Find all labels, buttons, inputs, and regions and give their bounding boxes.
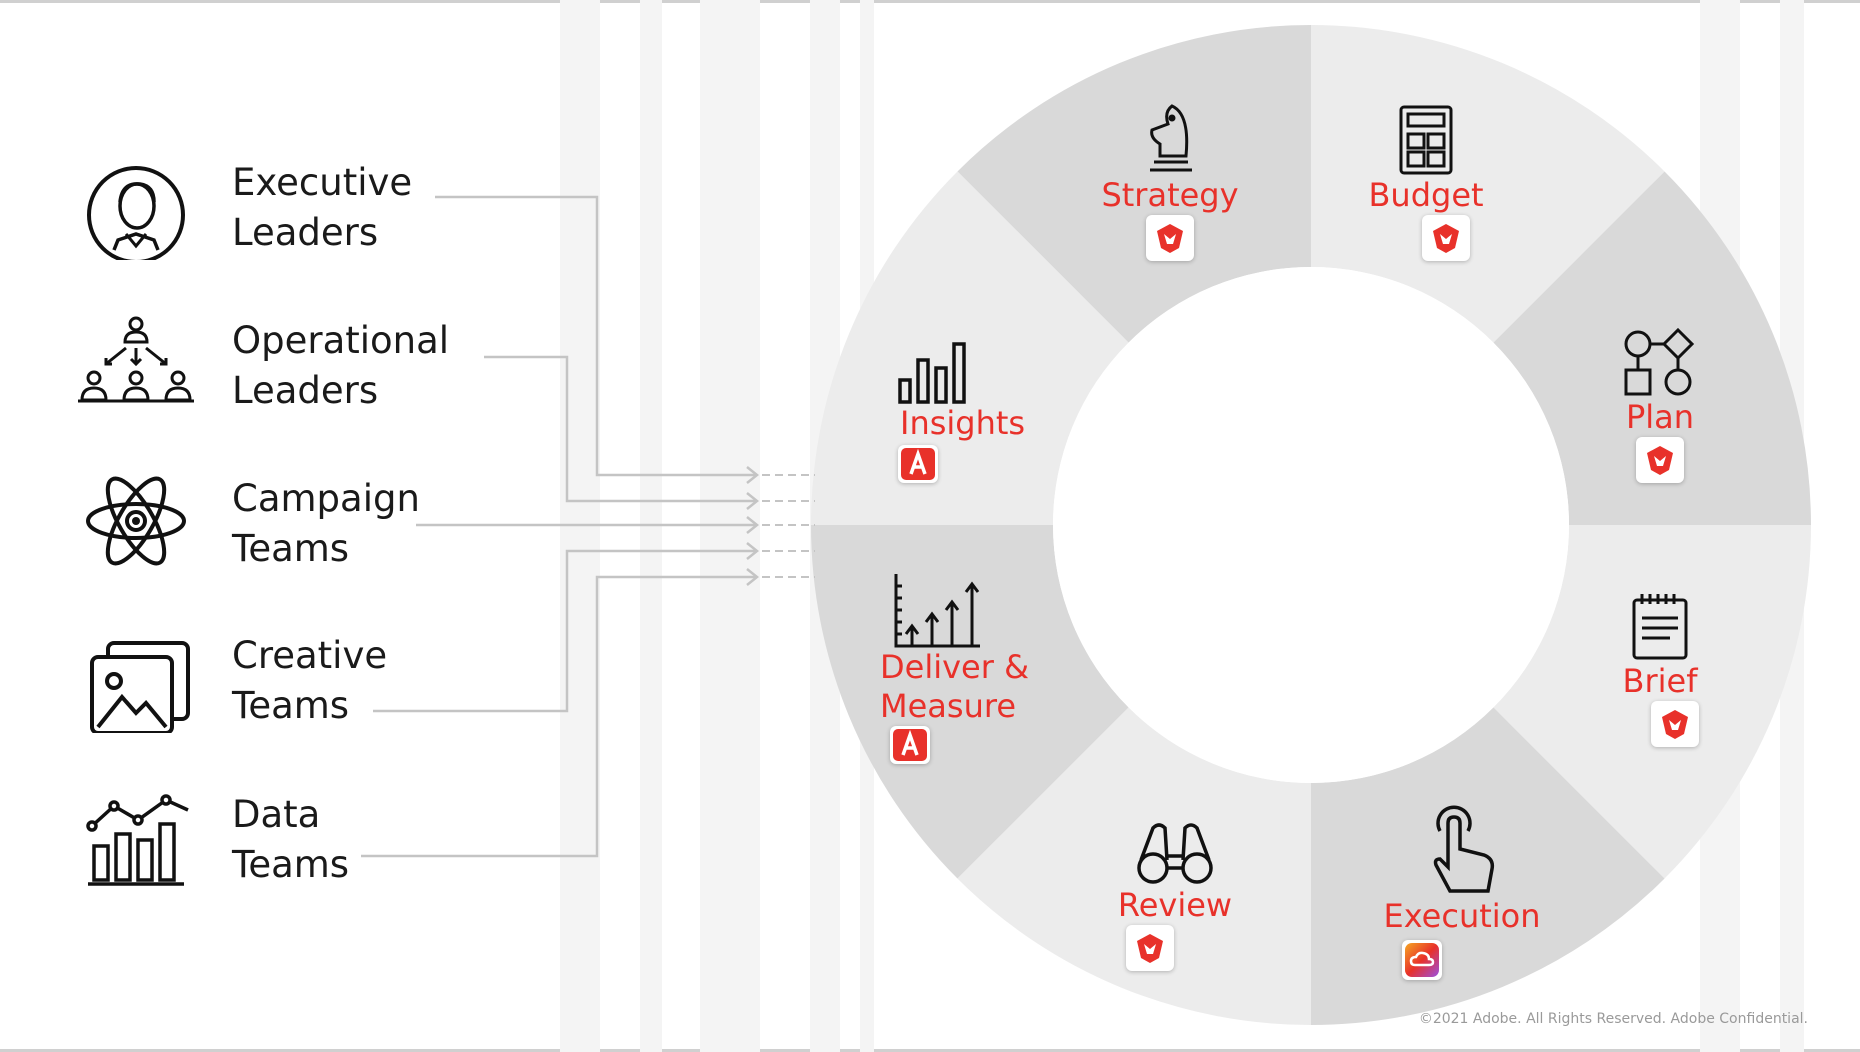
segment-insights[interactable]: Insights	[892, 336, 1052, 487]
lion-badge-icon	[1422, 215, 1470, 261]
segment-plan[interactable]: Plan	[1580, 328, 1740, 487]
atom-icon	[86, 476, 186, 566]
segment-label: Strategy	[1101, 176, 1239, 214]
team-creative-teams: Creative Teams	[0, 623, 520, 743]
adobe-logo-icon	[898, 445, 938, 483]
team-data-teams: Data Teams	[0, 782, 520, 902]
segment-review[interactable]: Review	[1095, 820, 1255, 975]
segment-label: Deliver & Measure	[880, 648, 1030, 725]
notepad-icon	[1632, 594, 1688, 660]
segment-label: Plan	[1625, 398, 1695, 436]
creative-cloud-icon	[1402, 940, 1442, 980]
team-label: Campaign Teams	[232, 477, 420, 570]
wheel-segment	[1311, 25, 1665, 343]
segment-label: Execution	[1383, 897, 1541, 935]
tap-finger-icon	[1433, 805, 1495, 893]
rising-bars-icon	[894, 574, 980, 648]
team-label: Data Teams	[232, 793, 350, 886]
chess-knight-icon	[1150, 104, 1192, 172]
lion-badge-icon	[1636, 437, 1684, 483]
wheel-segment	[1493, 171, 1811, 526]
calculator-icon	[1399, 105, 1453, 175]
segment-strategy[interactable]: Strategy	[1090, 100, 1250, 265]
adobe-logo-icon	[890, 726, 930, 764]
segment-label: Budget	[1368, 176, 1484, 214]
lion-badge-icon	[1146, 215, 1194, 261]
team-label: Executive Leaders	[232, 161, 413, 254]
wheel-segment	[811, 525, 1129, 879]
segment-label: Insights	[900, 404, 1026, 442]
lion-badge-icon	[1651, 701, 1699, 747]
bar-chart-icon	[898, 342, 966, 404]
binoculars-icon	[1137, 823, 1213, 884]
segment-label: Brief	[1622, 662, 1698, 700]
team-executive-leaders: Executive Leaders	[0, 150, 520, 270]
lion-badge-icon	[1126, 925, 1174, 971]
team-campaign-teams: Campaign Teams	[0, 466, 520, 586]
wheel-segment	[957, 25, 1311, 343]
segment-budget[interactable]: Budget	[1346, 104, 1506, 265]
connector-arrowheads	[746, 466, 760, 586]
executive-icon	[87, 166, 185, 260]
team-operational-leaders: Operational Leaders	[0, 308, 520, 428]
flowchart-icon	[1624, 328, 1695, 396]
team-connectors	[361, 195, 757, 858]
copyright: ©2021 Adobe. All Rights Reserved. Adobe …	[1418, 1011, 1808, 1027]
org-chart-icon	[78, 316, 194, 403]
team-label: Creative Teams	[232, 634, 388, 727]
segment-brief[interactable]: Brief	[1580, 590, 1740, 751]
images-icon	[90, 641, 190, 733]
segment-deliver-measure[interactable]: Deliver & Measure	[880, 572, 1040, 768]
wheel-segment	[811, 171, 1129, 526]
wheel-center	[1053, 267, 1569, 783]
growth-chart-icon	[86, 794, 189, 886]
segment-execution[interactable]: Execution	[1362, 805, 1562, 984]
wheel-segment	[957, 707, 1311, 1025]
team-label: Operational Leaders	[232, 319, 450, 412]
connector-dashes	[762, 474, 815, 578]
segment-label: Review	[1117, 886, 1233, 924]
wheel-segment	[1311, 707, 1665, 1025]
